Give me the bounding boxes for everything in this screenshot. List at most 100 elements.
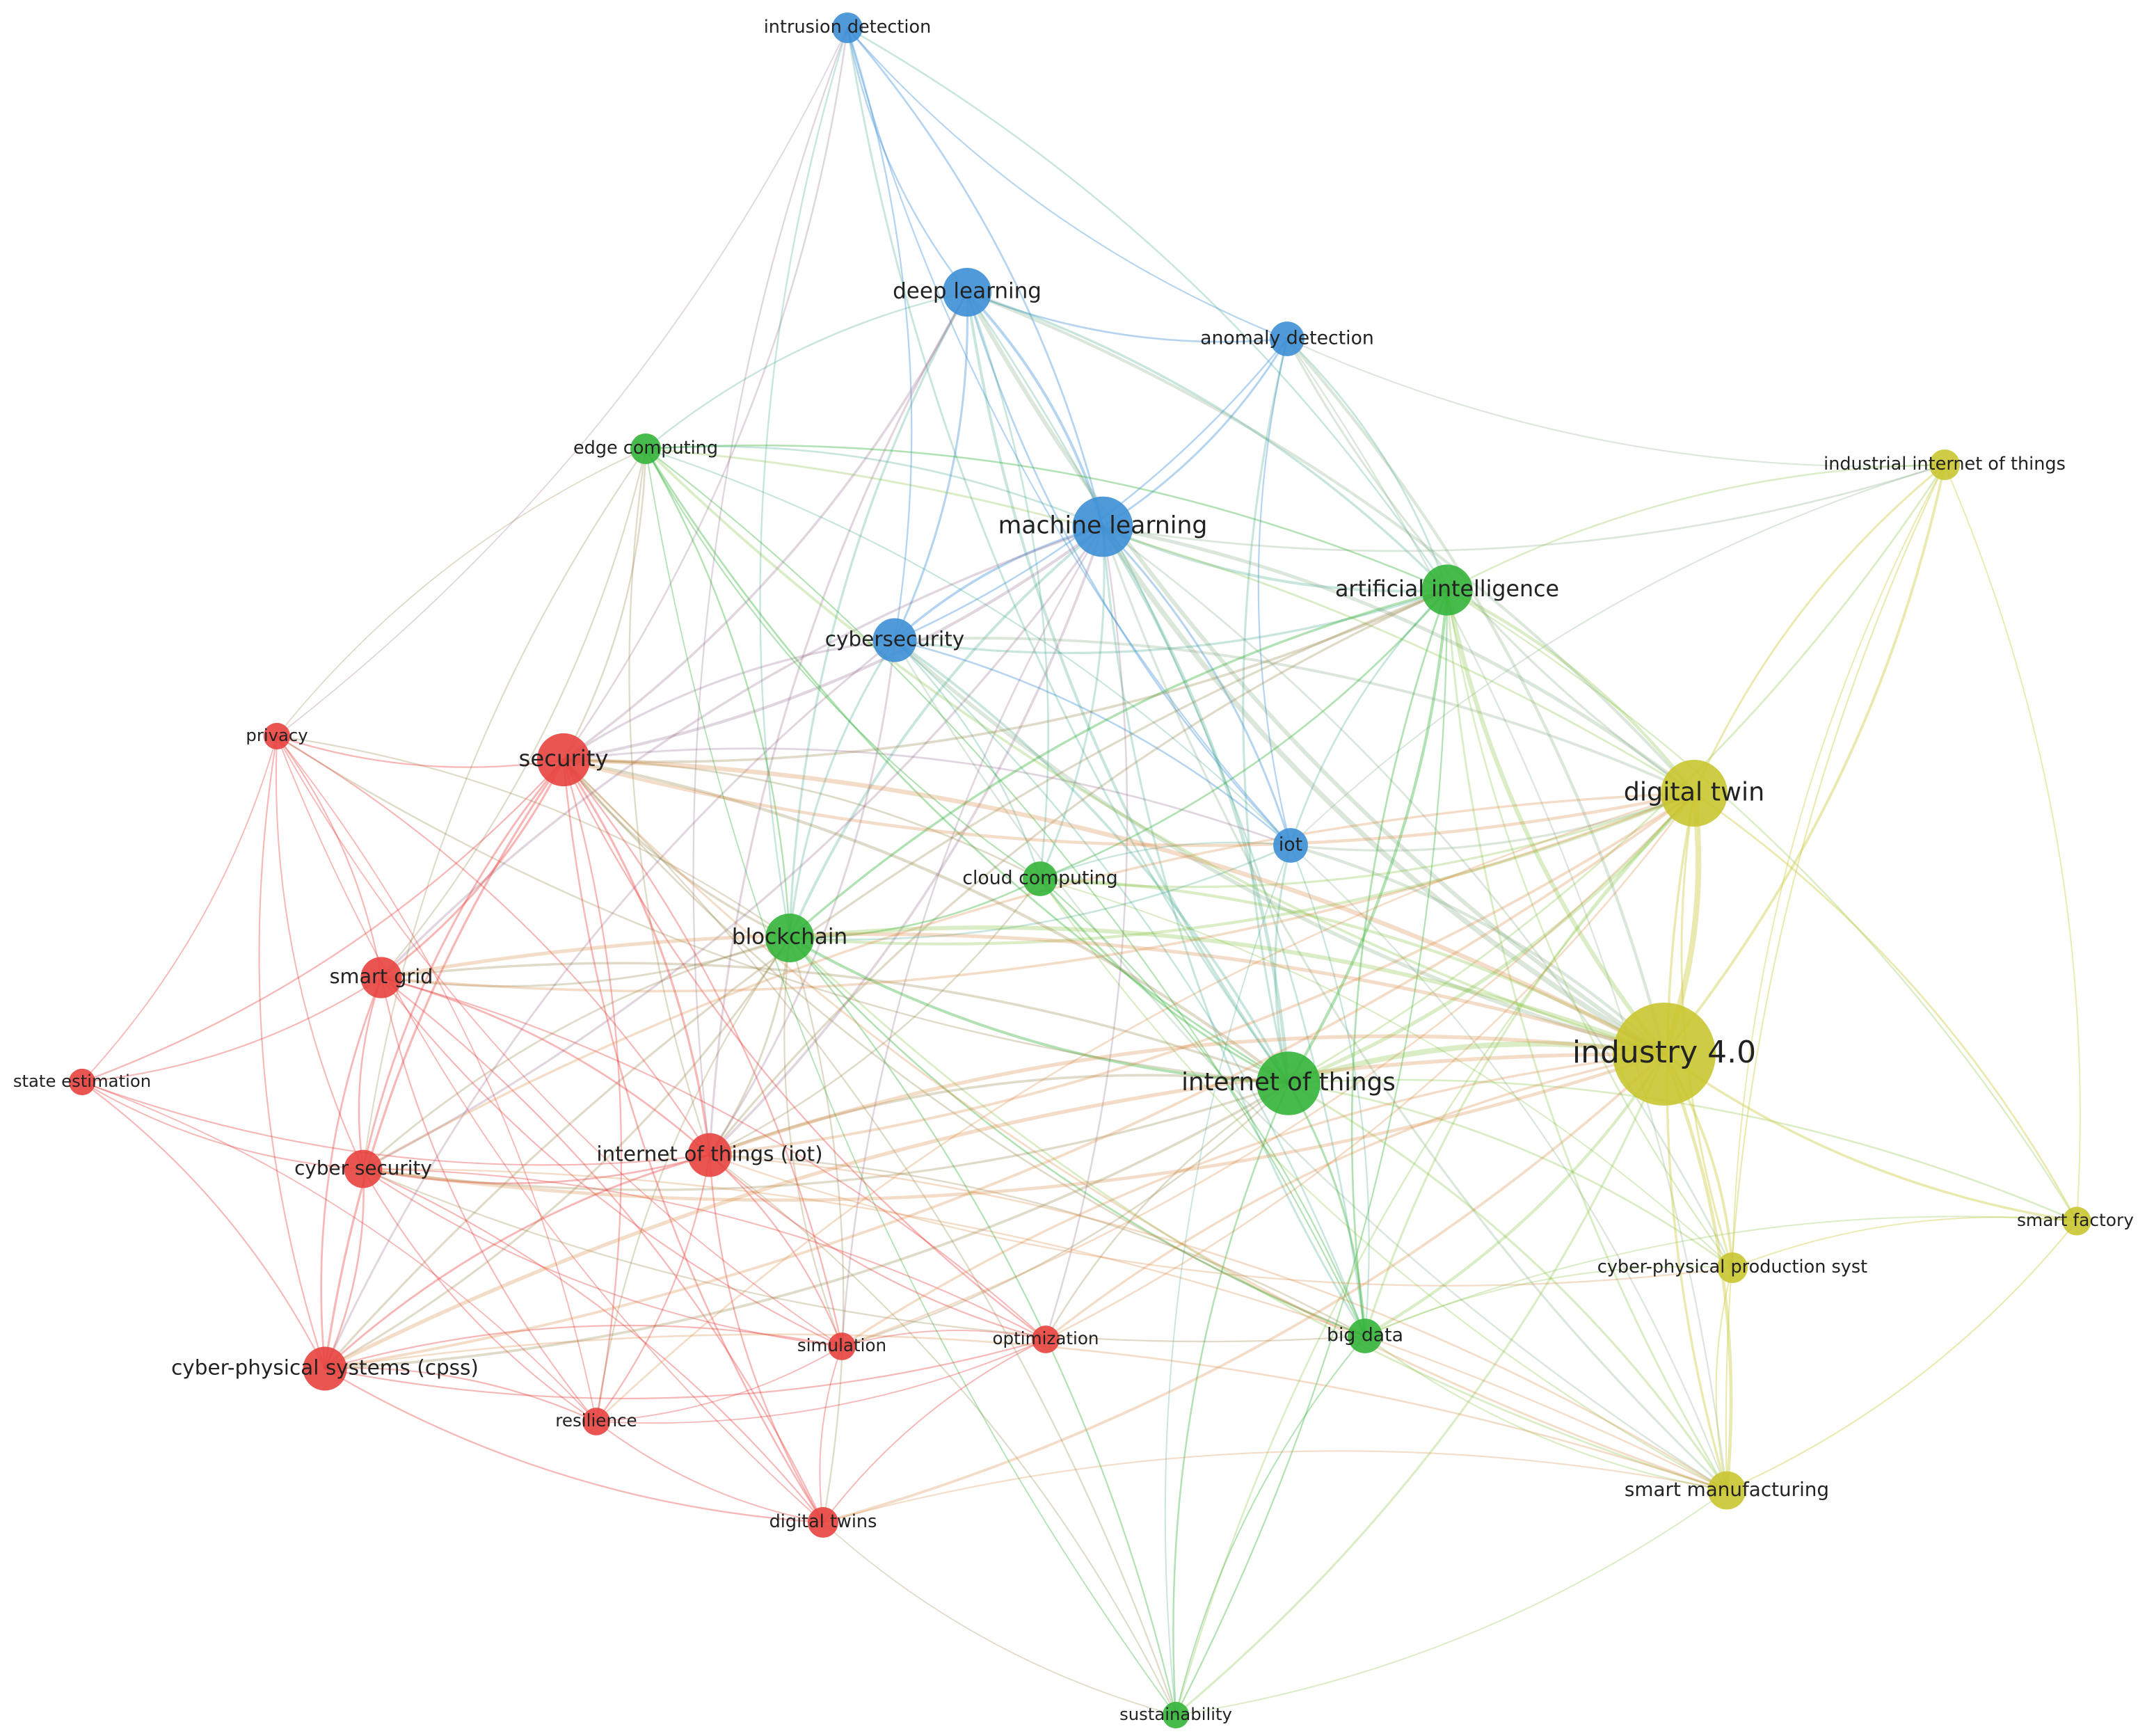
label-cybersecurity[interactable]: cybersecurity bbox=[825, 628, 964, 651]
node-intrusion-detection[interactable] bbox=[832, 13, 863, 43]
link-cybersecurity-to-cloud-computing bbox=[893, 639, 1042, 880]
node-cloud-computing[interactable] bbox=[1023, 861, 1058, 896]
label-simulation[interactable]: simulation bbox=[797, 1335, 886, 1355]
node-anomaly-detection[interactable] bbox=[1270, 321, 1305, 356]
node-privacy[interactable] bbox=[263, 722, 291, 750]
node-state-estimation[interactable] bbox=[68, 1068, 96, 1096]
node-smart-manufacturing[interactable] bbox=[1707, 1471, 1746, 1510]
label-big-data[interactable]: big data bbox=[1327, 1325, 1403, 1346]
node-optimization[interactable] bbox=[1032, 1325, 1060, 1353]
link-intrusion-detection-to-artificial-intelligence bbox=[846, 26, 1449, 591]
node-cyber-security[interactable] bbox=[344, 1149, 383, 1188]
link-internet-of-things-to-industry-4-0 bbox=[1286, 1041, 1667, 1086]
label-artificial-intelligence[interactable]: artificial intelligence bbox=[1335, 577, 1559, 602]
label-intrusion-detection[interactable]: intrusion detection bbox=[764, 17, 932, 38]
label-industrial-internet-of-things[interactable]: industrial internet of things bbox=[1824, 454, 2066, 475]
link-security-to-cyber-physical-systems bbox=[324, 758, 565, 1370]
link-internet-of-things-to-smart-grid bbox=[380, 962, 1290, 1085]
link-blockchain-to-cyber-physical-systems bbox=[324, 937, 791, 1370]
node-smart-factory[interactable] bbox=[2062, 1207, 2091, 1236]
label-iot[interactable]: iot bbox=[1279, 834, 1302, 856]
node-machine-learning[interactable] bbox=[1072, 496, 1133, 557]
label-smart-grid[interactable]: smart grid bbox=[330, 964, 433, 988]
link-smart-factory-to-cyber-physical-production-syst bbox=[1732, 1216, 2077, 1268]
link-blockchain-to-simulation bbox=[783, 937, 843, 1348]
label-internet-of-things[interactable]: internet of things bbox=[1181, 1068, 1396, 1097]
label-security[interactable]: security bbox=[519, 745, 609, 772]
label-resilience[interactable]: resilience bbox=[555, 1410, 637, 1431]
link-machine-learning-to-cybersecurity bbox=[893, 525, 1104, 642]
node-deep-learning[interactable] bbox=[943, 268, 991, 317]
label-edge-computing[interactable]: edge computing bbox=[573, 438, 718, 459]
node-cyber-physical-production-syst[interactable] bbox=[1717, 1252, 1748, 1283]
label-internet-of-things-iot[interactable]: internet of things (iot) bbox=[596, 1142, 822, 1166]
labels-layer: intrusion detection deep learning anomaly … bbox=[13, 17, 2134, 1724]
node-simulation[interactable] bbox=[828, 1332, 856, 1360]
link-deep-learning-to-digital-twin bbox=[965, 290, 1696, 795]
label-cyber-physical-production-syst[interactable]: cyber-physical production syst bbox=[1597, 1257, 1867, 1277]
node-industrial-internet-of-things[interactable] bbox=[1929, 449, 1960, 480]
node-internet-of-things-iot[interactable] bbox=[687, 1133, 732, 1177]
label-privacy[interactable]: privacy bbox=[246, 725, 308, 745]
link-artificial-intelligence-to-big-data bbox=[1350, 589, 1449, 1337]
label-anomaly-detection[interactable]: anomaly detection bbox=[1200, 328, 1374, 349]
node-artificial-intelligence[interactable] bbox=[1421, 564, 1473, 616]
node-sustainability[interactable] bbox=[1162, 1701, 1190, 1729]
label-optimization[interactable]: optimization bbox=[992, 1328, 1099, 1348]
link-internet-of-things-to-simulation bbox=[840, 1082, 1290, 1348]
link-iot-to-digital-twin bbox=[1289, 792, 1696, 852]
node-blockchain[interactable] bbox=[765, 914, 814, 962]
label-smart-factory[interactable]: smart factory bbox=[2017, 1210, 2134, 1230]
link-artificial-intelligence-to-security bbox=[562, 589, 1449, 763]
link-cyber-physical-systems-to-resilience bbox=[324, 1367, 598, 1423]
link-machine-learning-to-iot bbox=[1101, 525, 1292, 847]
node-digital-twin[interactable] bbox=[1661, 760, 1728, 827]
label-industry-4-0[interactable]: industry 4.0 bbox=[1572, 1035, 1756, 1070]
link-blockchain-to-industry-4-0 bbox=[788, 925, 1666, 1056]
label-smart-manufacturing[interactable]: smart manufacturing bbox=[1625, 1478, 1829, 1501]
label-deep-learning[interactable]: deep learning bbox=[893, 279, 1042, 304]
node-cybersecurity[interactable] bbox=[872, 618, 917, 662]
label-cyber-physical-systems[interactable]: cyber-physical systems (cpss) bbox=[171, 1356, 479, 1380]
link-cyber-security-to-internet-of-things-iot bbox=[362, 1154, 711, 1184]
link-machine-learning-to-industry-4-0 bbox=[1100, 524, 1667, 1057]
node-big-data[interactable] bbox=[1348, 1319, 1382, 1353]
node-internet-of-things[interactable] bbox=[1257, 1051, 1321, 1115]
node-edge-computing[interactable] bbox=[630, 433, 661, 464]
node-cyber-physical-systems[interactable] bbox=[303, 1346, 347, 1391]
link-deep-learning-to-blockchain bbox=[788, 291, 968, 939]
label-blockchain[interactable]: blockchain bbox=[732, 925, 847, 950]
link-internet-of-things-to-smart-factory bbox=[1287, 1078, 2078, 1223]
link-industry-4-0-to-smart-factory bbox=[1663, 1053, 2078, 1223]
link-security-to-state-estimation bbox=[81, 758, 565, 1083]
node-industry-4-0[interactable] bbox=[1613, 1003, 1716, 1106]
link-smart-factory-to-smart-manufacturing bbox=[1725, 1220, 2078, 1492]
link-deep-learning-to-internet-of-things-iot bbox=[708, 291, 968, 1156]
link-cloud-computing-to-security bbox=[562, 758, 1042, 880]
link-machine-learning-to-digital-twin bbox=[1101, 525, 1696, 795]
link-intrusion-detection-to-cybersecurity bbox=[846, 26, 913, 642]
node-security[interactable] bbox=[536, 733, 591, 787]
label-cyber-security[interactable]: cyber security bbox=[294, 1156, 432, 1179]
label-digital-twins[interactable]: digital twins bbox=[769, 1511, 877, 1532]
node-smart-grid[interactable] bbox=[360, 957, 402, 998]
link-machine-learning-to-internet-of-things bbox=[1101, 525, 1291, 1085]
link-smart-grid-to-resilience bbox=[380, 976, 598, 1423]
link-smart-grid-to-optimization bbox=[380, 976, 1047, 1341]
label-state-estimation[interactable]: state estimation bbox=[13, 1071, 151, 1091]
node-resilience[interactable] bbox=[582, 1408, 610, 1435]
node-digital-twins[interactable] bbox=[808, 1507, 838, 1538]
label-sustainability[interactable]: sustainability bbox=[1119, 1704, 1232, 1724]
link-cybersecurity-to-industry-4-0 bbox=[893, 638, 1666, 1056]
link-blockchain-to-security bbox=[562, 758, 791, 939]
label-digital-twin[interactable]: digital twin bbox=[1624, 777, 1764, 807]
link-cloud-computing-to-blockchain bbox=[788, 877, 1042, 939]
link-smart-grid-to-internet-of-things-iot bbox=[380, 976, 711, 1156]
link-optimization-to-digital-twin bbox=[1044, 792, 1696, 1341]
node-iot[interactable] bbox=[1273, 828, 1308, 863]
label-machine-learning[interactable]: machine learning bbox=[998, 512, 1208, 540]
link-security-to-optimization bbox=[562, 758, 1047, 1341]
label-cloud-computing[interactable]: cloud computing bbox=[962, 868, 1117, 889]
link-cybersecurity-to-smart-manufacturing bbox=[893, 639, 1728, 1492]
